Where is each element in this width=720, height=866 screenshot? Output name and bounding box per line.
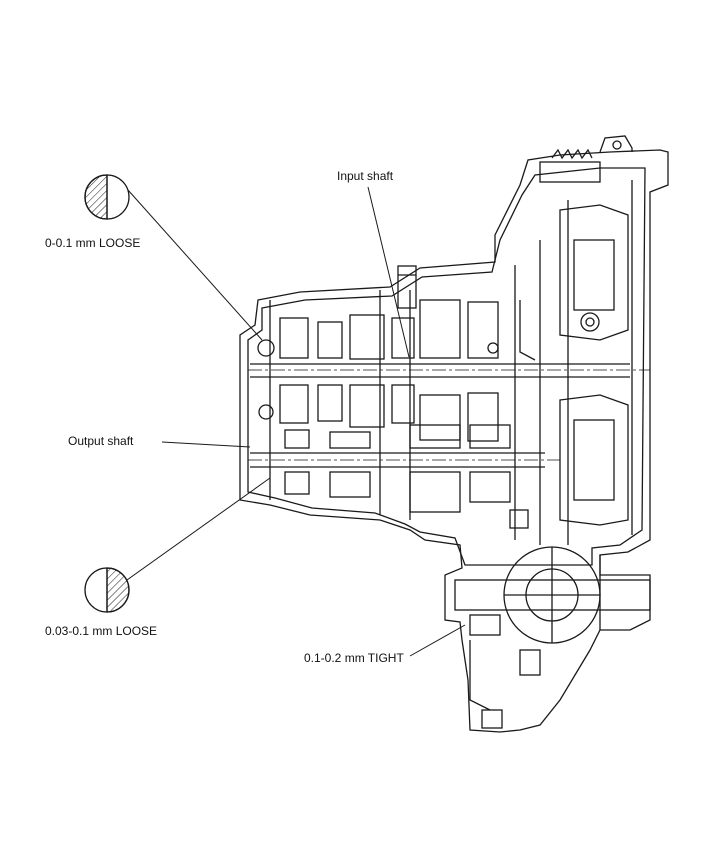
leader-input-shaft: [367, 186, 410, 358]
loose-top-inset: [84, 174, 130, 220]
output-shaft-label: Output shaft: [68, 434, 134, 448]
transmission-housing: [239, 135, 669, 733]
leader-tight: [409, 624, 466, 657]
loose-bottom-label: 0.03-0.1 mm LOOSE: [45, 624, 158, 638]
leader-loose-bottom: [126, 477, 271, 581]
leader-loose-top: [127, 189, 263, 341]
loose-top-label: 0-0.1 mm LOOSE: [45, 236, 141, 250]
input-shaft-label: Input shaft: [337, 169, 394, 183]
leader-lines: [126, 186, 466, 657]
leader-output-shaft: [161, 441, 251, 448]
tight-label: 0.1-0.2 mm TIGHT: [304, 651, 404, 665]
loose-bottom-inset: [84, 567, 130, 613]
